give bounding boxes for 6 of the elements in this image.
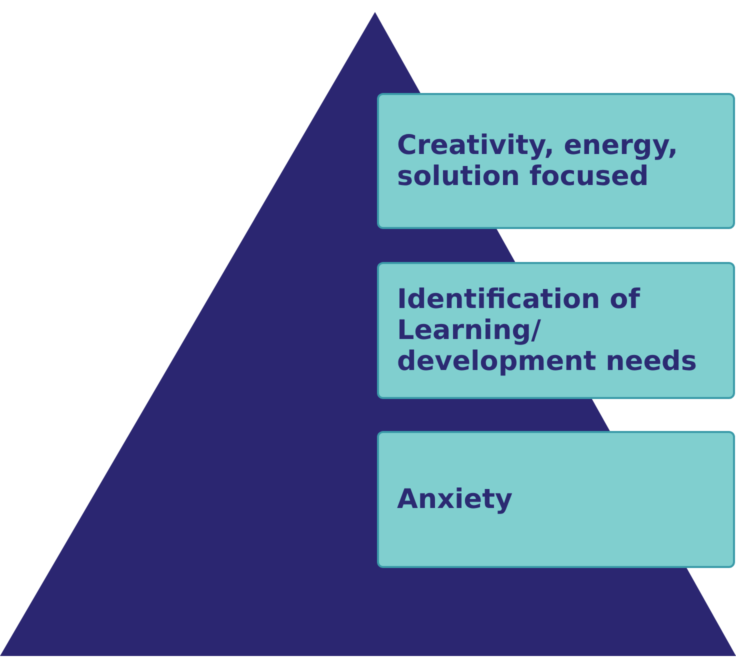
level-box xyxy=(377,93,735,229)
level-label: Identification of Learning/ development needs xyxy=(397,284,698,377)
level-label: Creativity, energy, solution focused xyxy=(397,130,679,192)
level-box xyxy=(377,262,735,399)
level-label: Anxiety xyxy=(397,484,513,515)
level-box xyxy=(377,431,735,568)
